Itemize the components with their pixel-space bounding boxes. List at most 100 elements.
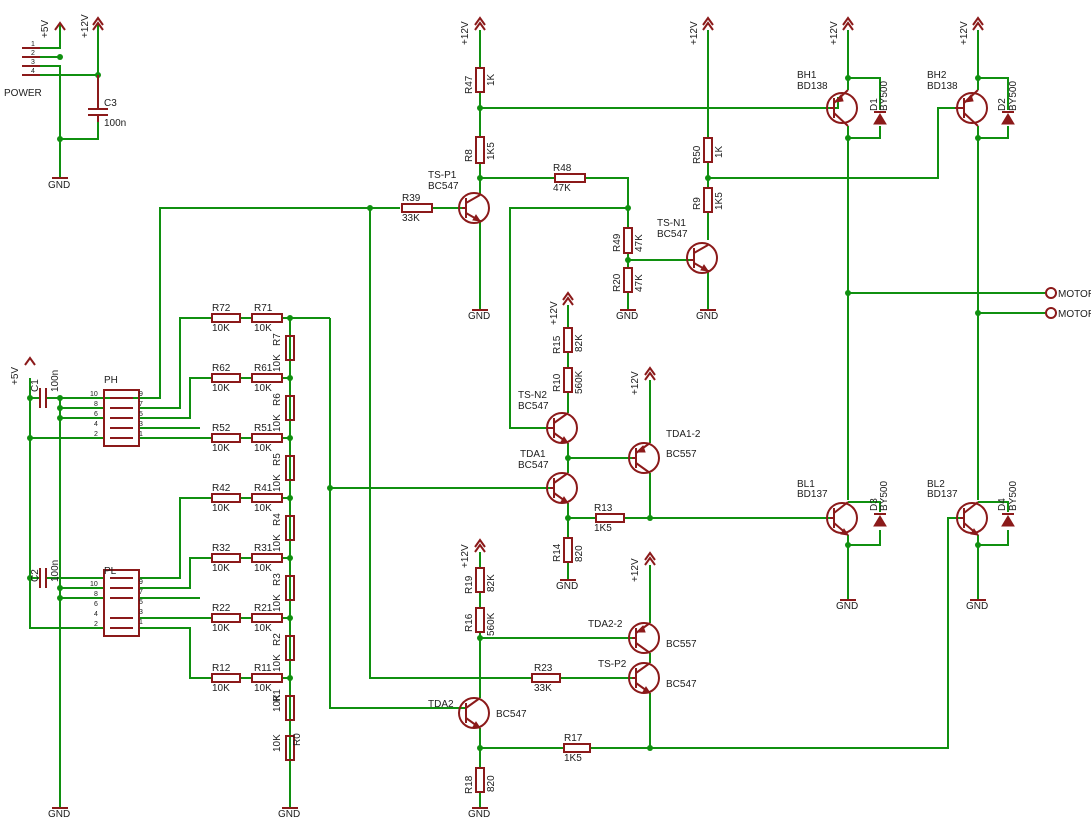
transistors bbox=[458, 89, 988, 729]
label-power: POWER bbox=[4, 88, 42, 99]
label-d4: D4 bbox=[997, 498, 1008, 511]
label-tda2-type: BC547 bbox=[496, 709, 527, 720]
ph-pin-9: 9 bbox=[139, 391, 143, 398]
label-r23: R23 bbox=[534, 663, 553, 674]
label-ts-n1: TS-N1 bbox=[657, 218, 686, 229]
label-10k: 10K bbox=[272, 414, 283, 432]
label-motor: MOTOR bbox=[1058, 289, 1091, 300]
label-10k: 10K bbox=[272, 474, 283, 492]
label-bl2: BL2 bbox=[927, 479, 945, 490]
pin-2: 2 bbox=[31, 50, 35, 57]
label-r10-value: 560K bbox=[574, 370, 585, 394]
pl-pin-9: 9 bbox=[139, 579, 143, 586]
label-r19: R19 bbox=[464, 575, 475, 594]
label-ts-p2-type: BC547 bbox=[666, 679, 697, 690]
pl-pin-4: 4 bbox=[94, 611, 98, 618]
label-ts-p2: TS-P2 bbox=[598, 659, 627, 670]
label-r48-value: 47K bbox=[553, 183, 571, 194]
label-gnd: GND bbox=[836, 601, 858, 612]
label-pl: PL bbox=[104, 566, 117, 577]
pin-4: 4 bbox=[31, 68, 35, 75]
label-d3: D3 bbox=[869, 498, 880, 511]
label-d3-type: BY500 bbox=[879, 481, 890, 511]
pl-pin-10: 10 bbox=[90, 581, 98, 588]
label-bh1: BH1 bbox=[797, 70, 817, 81]
label-ts-n2: TS-N2 bbox=[518, 390, 547, 401]
label-r39-value: 33K bbox=[402, 213, 420, 224]
label-c2: C2 bbox=[30, 569, 41, 582]
tsp2-symbol bbox=[628, 662, 660, 694]
label-gnd: GND bbox=[48, 809, 70, 820]
label-10k: 10K bbox=[212, 323, 230, 334]
label-r20: R20 bbox=[612, 273, 623, 292]
label-10k: 10K bbox=[254, 443, 272, 454]
wires bbox=[29, 25, 1045, 808]
ph-pin-1: 1 bbox=[139, 431, 143, 438]
tda2-2-symbol bbox=[628, 622, 660, 654]
label-r8: R8 bbox=[464, 149, 475, 162]
label-tda2: TDA2 bbox=[428, 699, 454, 710]
label-10k: 10K bbox=[254, 323, 272, 334]
label-r9-value: 1K5 bbox=[714, 192, 725, 210]
pin-1: 1 bbox=[31, 41, 35, 48]
pl-pin-5: 5 bbox=[139, 599, 143, 606]
label-ts-n2-type: BC547 bbox=[518, 401, 549, 412]
label-c3-value: 100n bbox=[104, 118, 126, 129]
label-r13: R13 bbox=[594, 503, 613, 514]
label-12v: +12V bbox=[549, 301, 560, 325]
label-r50: R50 bbox=[692, 145, 703, 164]
label-r8-value: 1K5 bbox=[486, 142, 497, 160]
label-r14-value: 820 bbox=[574, 545, 585, 562]
label-c2-value: 100n bbox=[50, 560, 61, 582]
ph-pin-10: 10 bbox=[90, 391, 98, 398]
tda1-symbol bbox=[546, 472, 578, 504]
label-10k: 10K bbox=[254, 623, 272, 634]
label-r19-value: 82K bbox=[486, 574, 497, 592]
bh2-symbol bbox=[955, 89, 988, 127]
label-10k: 10K bbox=[272, 534, 283, 552]
label-d2-type: BY500 bbox=[1008, 81, 1019, 111]
label-bh2: BH2 bbox=[927, 70, 947, 81]
label-gnd: GND bbox=[616, 311, 638, 322]
label-r9: R9 bbox=[692, 197, 703, 210]
label-gnd: GND bbox=[468, 809, 490, 820]
label-r52: R52 bbox=[212, 423, 231, 434]
label-10k: 10K bbox=[254, 503, 272, 514]
label-r62: R62 bbox=[212, 363, 231, 374]
label-tda2-2: TDA2-2 bbox=[588, 619, 623, 630]
label-r11: R11 bbox=[254, 663, 272, 674]
label-r23-value: 33K bbox=[534, 683, 552, 694]
label-r39: R39 bbox=[402, 193, 421, 204]
label-bh2-type: BD138 bbox=[927, 81, 958, 92]
label-bh1-type: BD138 bbox=[797, 81, 828, 92]
ph-pin-7: 7 bbox=[139, 401, 143, 408]
label-d1: D1 bbox=[869, 98, 880, 111]
label-10k: 10K bbox=[272, 354, 283, 372]
label-12v: +12V bbox=[630, 558, 641, 582]
label-r61: R61 bbox=[254, 363, 273, 374]
bh1-symbol bbox=[826, 89, 858, 127]
label-r71: R71 bbox=[254, 303, 273, 314]
label-12v: +12V bbox=[80, 14, 91, 38]
ph-pin-3: 3 bbox=[139, 421, 143, 428]
label-ts-n1-type: BC547 bbox=[657, 229, 688, 240]
ph-pin-4: 4 bbox=[94, 421, 98, 428]
label-r14: R14 bbox=[552, 543, 563, 562]
label-r15-value: 82K bbox=[574, 334, 585, 352]
label-r49: R49 bbox=[612, 233, 623, 252]
label-r7: R7 bbox=[272, 333, 283, 346]
label-d2: D2 bbox=[997, 98, 1008, 111]
label-tda1-2-type: BC557 bbox=[666, 449, 697, 460]
label-10k: 10K bbox=[212, 503, 230, 514]
label-10k: 10K bbox=[212, 563, 230, 574]
ph-pin-8: 8 bbox=[94, 401, 98, 408]
label-r47: R47 bbox=[464, 75, 475, 94]
label-5v: +5V bbox=[10, 367, 21, 385]
label-bl1: BL1 bbox=[797, 479, 815, 490]
label-c1: C1 bbox=[30, 379, 41, 392]
label-r72: R72 bbox=[212, 303, 231, 314]
pl-pin-2: 2 bbox=[94, 621, 98, 628]
label-12v: +12V bbox=[460, 21, 471, 45]
supply-symbols bbox=[24, 16, 986, 809]
